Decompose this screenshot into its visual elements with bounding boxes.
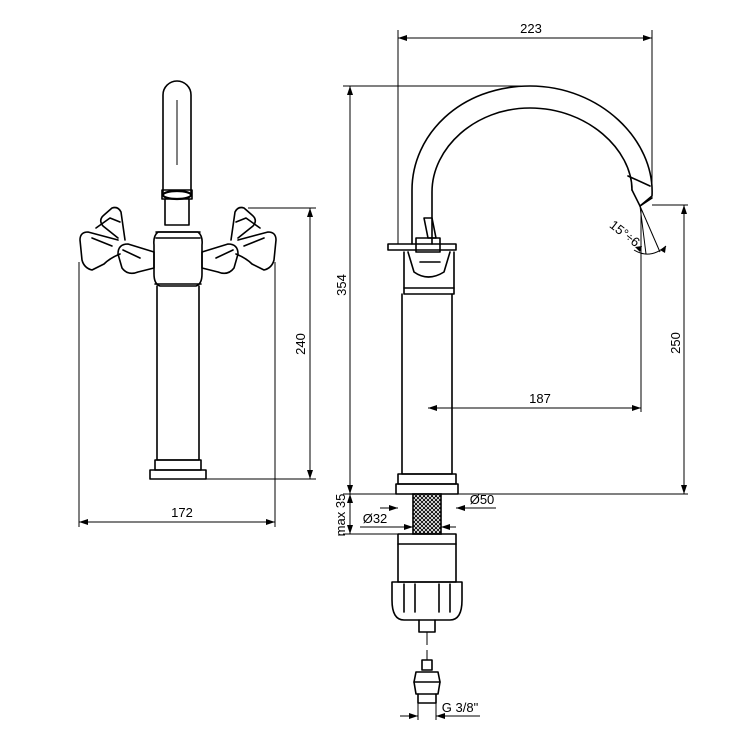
front-left-handle — [79, 206, 155, 275]
front-base — [154, 459, 202, 471]
front-view: 172 240 — [78, 80, 316, 527]
front-spout-ring — [161, 189, 193, 200]
dim-d50-label: Ø50 — [470, 492, 495, 507]
dim-187-label: 187 — [529, 391, 551, 406]
dim-thread-label: G 3/8" — [442, 700, 479, 715]
dim-max35-label: max 35 — [333, 494, 348, 537]
front-body-tube — [156, 285, 200, 461]
dim-angle-label: 15°÷6 — [607, 217, 643, 250]
front-spout-tube — [162, 80, 192, 196]
side-view: 223 354 187 250 15°÷6 max 35 — [333, 21, 688, 720]
side-cross-handle — [387, 217, 457, 278]
side-spout — [411, 85, 653, 245]
front-valve-body — [153, 231, 203, 287]
dim-240-label: 240 — [293, 333, 308, 355]
dim-172-label: 172 — [171, 505, 193, 520]
dim-250-label: 250 — [668, 332, 683, 354]
dim-223-label: 223 — [520, 21, 542, 36]
side-mounting-nut — [391, 533, 463, 621]
dim-d32-label: Ø32 — [363, 511, 388, 526]
side-threaded-shank — [412, 493, 442, 535]
dim-354-label: 354 — [334, 274, 349, 296]
side-body-tube — [401, 293, 453, 475]
side-valve-body — [403, 251, 455, 295]
front-right-handle — [201, 206, 277, 275]
side-supply-hose — [413, 619, 441, 704]
